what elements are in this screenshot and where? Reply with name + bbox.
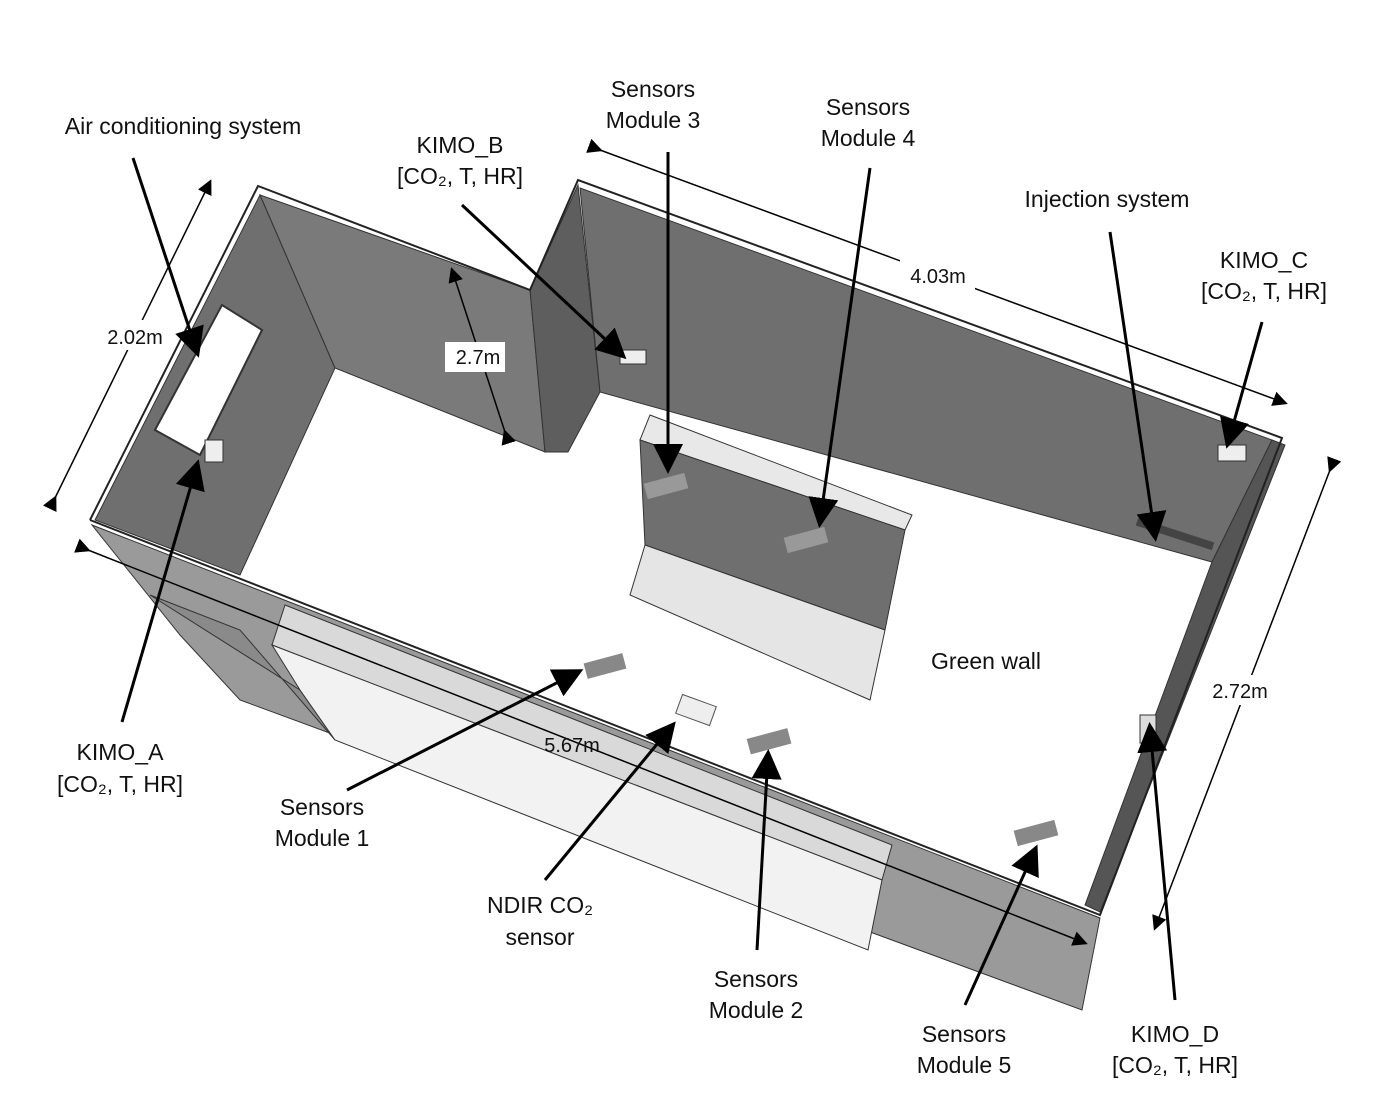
label-sm2-line2: Module 2: [709, 997, 804, 1023]
label-sm5-line2: Module 5: [917, 1052, 1012, 1078]
label-green-wall: Green wall: [931, 648, 1041, 674]
kimo-b-device: [619, 349, 647, 365]
label-sm2-line1: Sensors: [714, 966, 798, 992]
label-kimo-a-vars: [CO₂, T, HR]: [57, 771, 183, 797]
wall-top-outline: [89, 178, 1284, 917]
label-sm1-line2: Module 1: [275, 825, 370, 851]
label-kimo-b-vars: [CO₂, T, HR]: [397, 163, 523, 189]
label-sm3-line2: Module 3: [606, 107, 701, 133]
label-sm1-line1: Sensors: [280, 794, 364, 820]
label-ndir-line1: NDIR CO₂: [487, 892, 593, 918]
label-kimo-a-name: KIMO_A: [77, 739, 165, 765]
sensor-module-3: [643, 472, 689, 500]
label-sm3-line1: Sensors: [611, 76, 695, 102]
label-kimo-b-name: KIMO_B: [417, 132, 504, 158]
label-kimo-d-vars: [CO₂, T, HR]: [1112, 1052, 1238, 1078]
label-ndir-line2: sensor: [505, 924, 574, 950]
label-kimo-d-name: KIMO_D: [1131, 1021, 1219, 1047]
label-kimo-c-name: KIMO_C: [1220, 247, 1308, 273]
label-sm4-line1: Sensors: [826, 94, 910, 120]
dim-right: 2.72m: [1212, 681, 1268, 703]
dim-width: 2.02m: [107, 327, 163, 349]
callout-arrows: [120, 152, 1264, 1006]
label-sm5-line1: Sensors: [922, 1021, 1006, 1047]
dim-depth: 4.03m: [910, 266, 966, 288]
label-kimo-c-vars: [CO₂, T, HR]: [1201, 278, 1327, 304]
kimo-c-device: [1217, 444, 1247, 462]
kimo-a-device: [204, 439, 224, 463]
label-sm4-line2: Module 4: [821, 125, 916, 151]
kimo-d-device: [1139, 714, 1157, 744]
dim-height: 2.7m: [456, 347, 500, 369]
label-injection: Injection system: [1025, 186, 1190, 212]
dim-length: 5.67m: [544, 735, 600, 757]
label-air-conditioning: Air conditioning system: [65, 113, 302, 139]
